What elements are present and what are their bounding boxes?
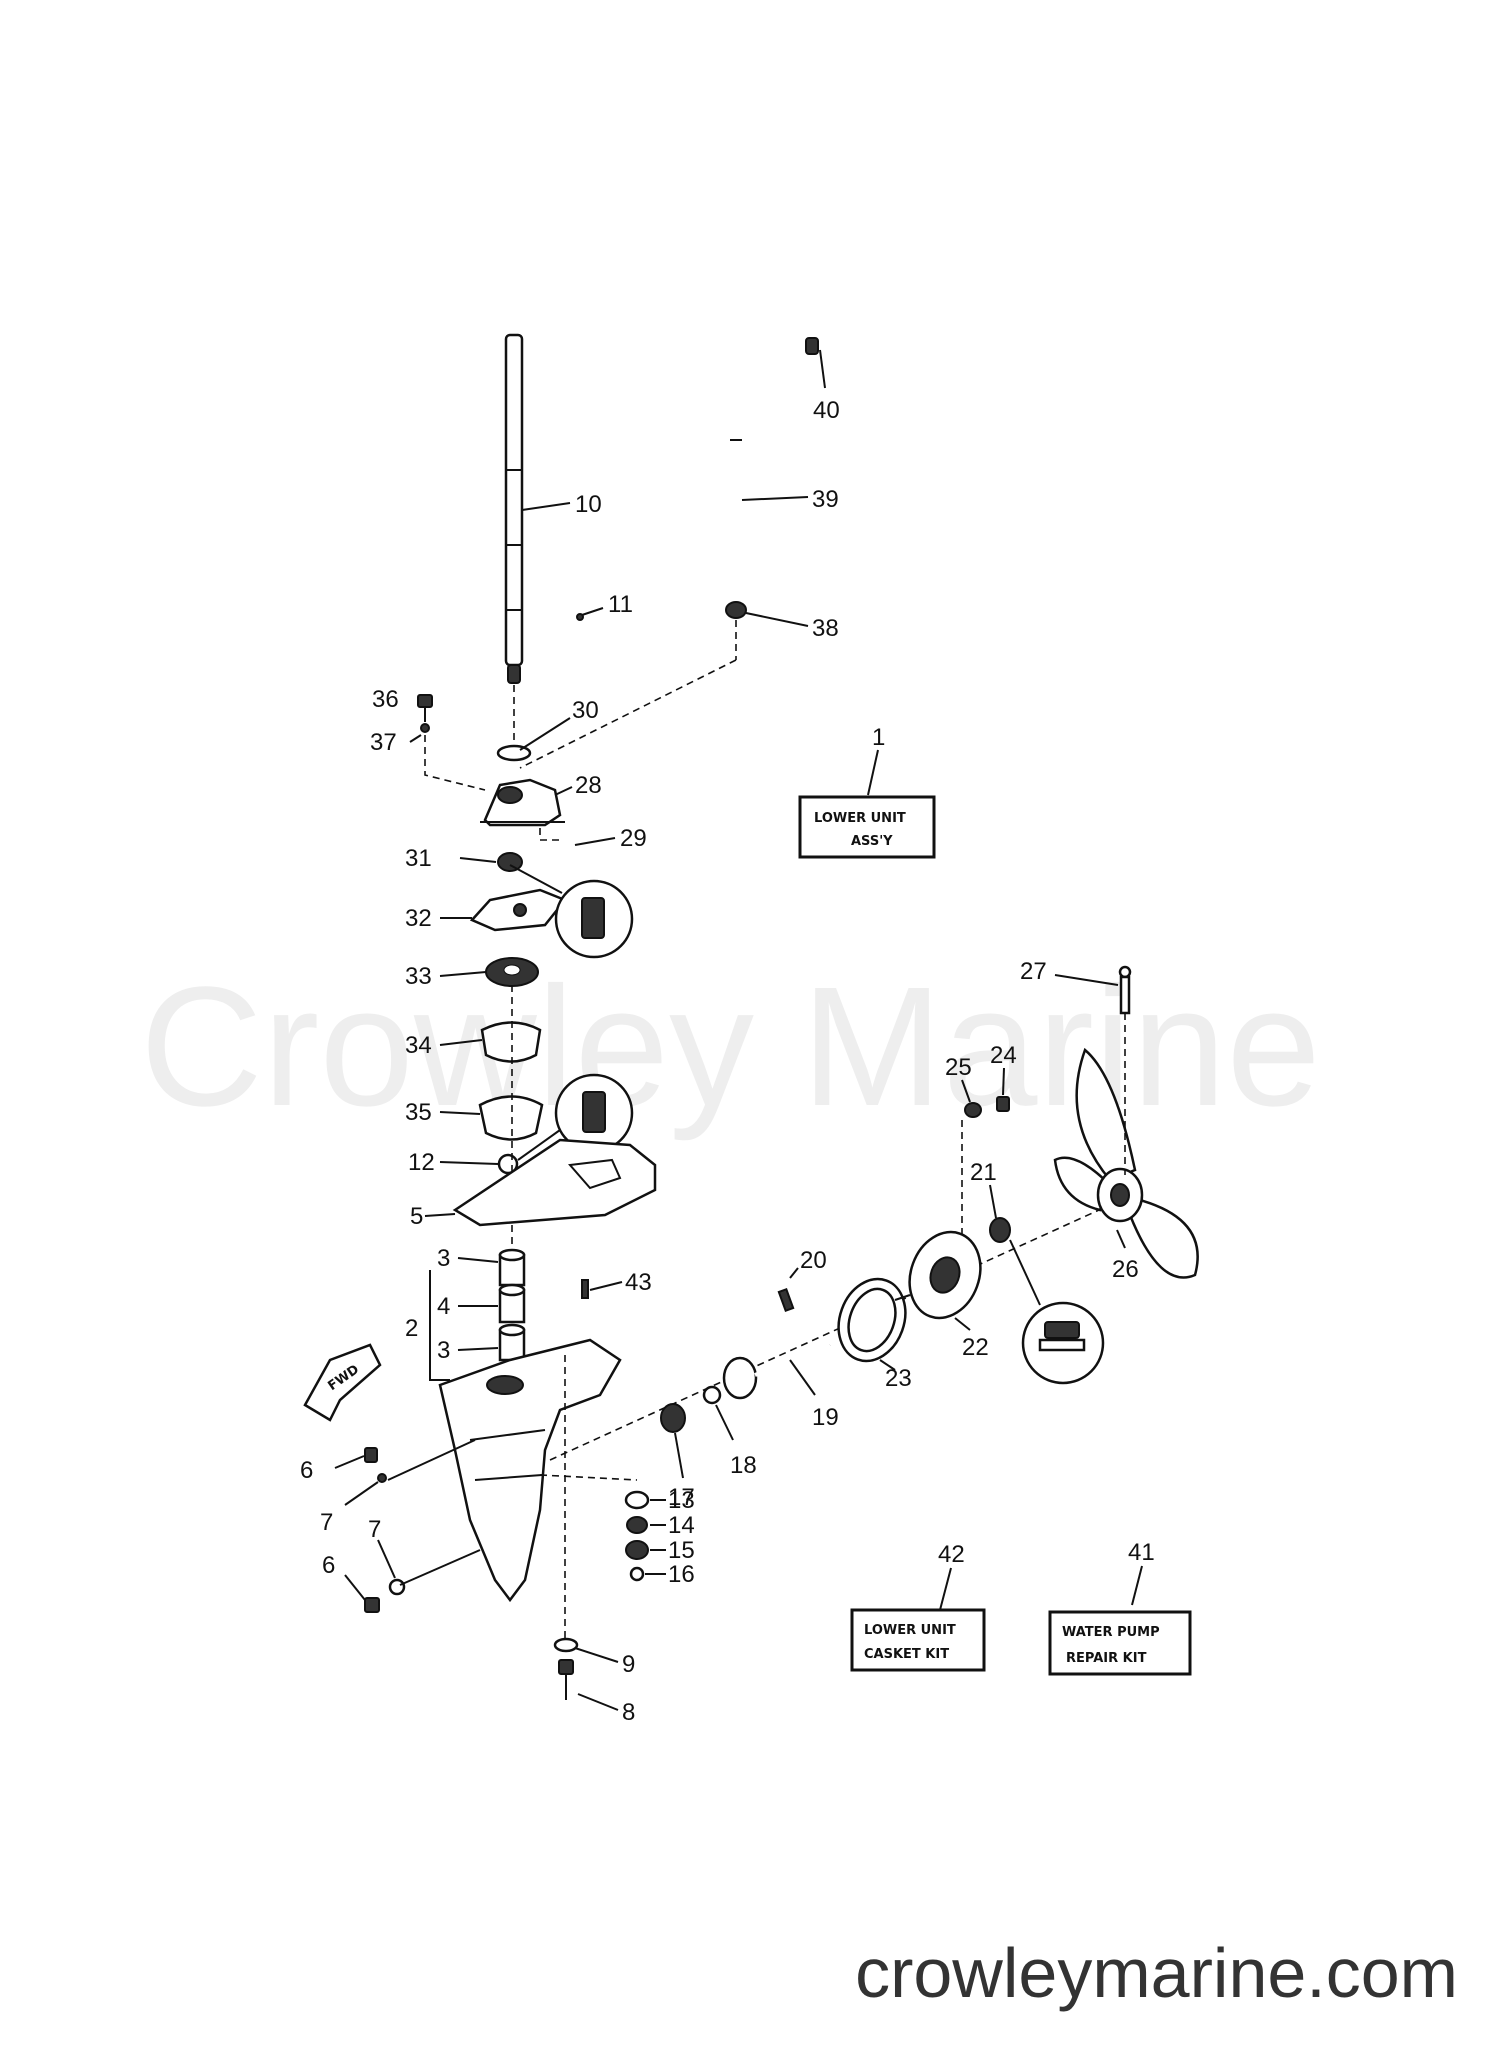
svg-text:WATER PUMP: WATER PUMP (1062, 1625, 1160, 1640)
fwd-direction-badge: FWD (303, 1343, 382, 1422)
callout-26: 26 (1112, 1256, 1139, 1283)
water-tube (725, 337, 819, 619)
washer-18 (702, 1385, 722, 1405)
callout-6a: 6 (300, 1457, 313, 1484)
cartridge-35 (478, 1095, 544, 1141)
callout-21: 21 (970, 1159, 997, 1186)
callout-30: 30 (572, 697, 599, 724)
callout-14: 14 (668, 1512, 695, 1539)
kit-box-lower-unit-gasket: LOWER UNIT CASKET KIT (850, 1608, 986, 1672)
callout-23: 23 (885, 1365, 912, 1392)
callout-7a: 7 (320, 1509, 333, 1536)
nut-stack (624, 1490, 650, 1582)
bolt-8 (558, 1659, 574, 1700)
washer-17 (660, 1403, 686, 1433)
svg-text:CASKET KIT: CASKET KIT (864, 1647, 949, 1662)
callout-12: 12 (408, 1149, 435, 1176)
site-url[interactable]: crowleymarine.com (855, 1934, 1458, 2012)
callout-40: 40 (813, 397, 840, 424)
spacer-21 (989, 1217, 1011, 1243)
callout-16: 16 (668, 1561, 695, 1588)
seal-31 (497, 852, 523, 872)
detail-circle-bottom (1021, 1301, 1105, 1385)
callout-37: 37 (370, 729, 397, 756)
callout-43: 43 (625, 1269, 652, 1296)
callout-11: 11 (608, 591, 633, 618)
bushing-stack (498, 1248, 526, 1362)
cotter-pin-27 (1118, 965, 1132, 1015)
bearing-housing-22 (894, 1230, 982, 1320)
svg-text:LOWER UNIT: LOWER UNIT (814, 811, 906, 826)
callout-17: 17 (668, 1484, 695, 1511)
bolt-24 (996, 1096, 1010, 1112)
callout-2: 2 (405, 1315, 418, 1342)
o-ring-30 (496, 744, 532, 762)
callout-24: 24 (990, 1042, 1017, 1069)
propeller-26 (1053, 1047, 1199, 1279)
pin-43 (581, 1279, 589, 1299)
callout-35: 35 (405, 1099, 432, 1126)
callout-13: 13 (668, 1487, 695, 1514)
detail-circle-top (554, 879, 634, 959)
callout-25: 25 (945, 1054, 972, 1081)
callout-6b: 6 (322, 1552, 335, 1579)
callout-8: 8 (622, 1699, 635, 1726)
pump-housing-28 (480, 778, 565, 827)
callout-32: 32 (405, 905, 432, 932)
callout-42: 42 (938, 1541, 965, 1568)
washer-25 (964, 1102, 982, 1118)
callout-15: 15 (668, 1537, 695, 1564)
washer-7b (388, 1578, 406, 1596)
callout-38: 38 (812, 615, 839, 642)
bolt-36 (417, 694, 433, 733)
callout-3a: 3 (437, 1245, 450, 1272)
key-20 (777, 1287, 795, 1313)
callout-19: 19 (812, 1404, 839, 1431)
svg-text:ASS'Y: ASS'Y (851, 834, 893, 849)
callout-7b: 7 (368, 1516, 381, 1543)
callout-28: 28 (575, 772, 602, 799)
callout-4: 4 (437, 1293, 450, 1320)
washer-7a (377, 1473, 387, 1483)
svg-text:REPAIR KIT: REPAIR KIT (1066, 1651, 1147, 1666)
callout-20: 20 (800, 1247, 827, 1274)
gasket-5 (452, 1138, 657, 1227)
lower-gear-case (438, 1338, 622, 1603)
callout-39: 39 (812, 486, 839, 513)
kit-box-water-pump-repair: WATER PUMP REPAIR KIT (1048, 1610, 1192, 1676)
callout-27: 27 (1020, 958, 1047, 985)
callout-29: 29 (620, 825, 647, 852)
callout-10: 10 (575, 491, 602, 518)
callout-34: 34 (405, 1032, 432, 1059)
bolt-6a (364, 1447, 378, 1463)
impeller-33 (485, 957, 539, 987)
svg-text:LOWER UNIT: LOWER UNIT (864, 1623, 956, 1638)
callout-3b: 3 (437, 1337, 450, 1364)
callout-1: 1 (872, 724, 885, 751)
drive-shaft (504, 333, 524, 684)
callout-33: 33 (405, 963, 432, 990)
callouts: 40 10 39 11 38 36 30 37 28 29 31 32 33 2… (300, 349, 1155, 1726)
callout-18: 18 (730, 1452, 757, 1479)
watermark-text: Crowley Marine (140, 952, 1321, 1142)
callout-9: 9 (622, 1651, 635, 1678)
kit-box-lower-unit-assy: LOWER UNIT ASS'Y (798, 795, 936, 859)
washer-9 (553, 1637, 579, 1653)
cartridge-34 (480, 1021, 542, 1063)
propeller-shaft-19 (722, 1343, 831, 1400)
detail-circle-mid (554, 1073, 634, 1153)
bolt-6b (364, 1597, 380, 1613)
callout-41: 41 (1128, 1539, 1155, 1566)
callout-36: 36 (372, 686, 399, 713)
callout-22: 22 (962, 1334, 989, 1361)
callout-5: 5 (410, 1203, 423, 1230)
callout-31: 31 (405, 845, 432, 872)
